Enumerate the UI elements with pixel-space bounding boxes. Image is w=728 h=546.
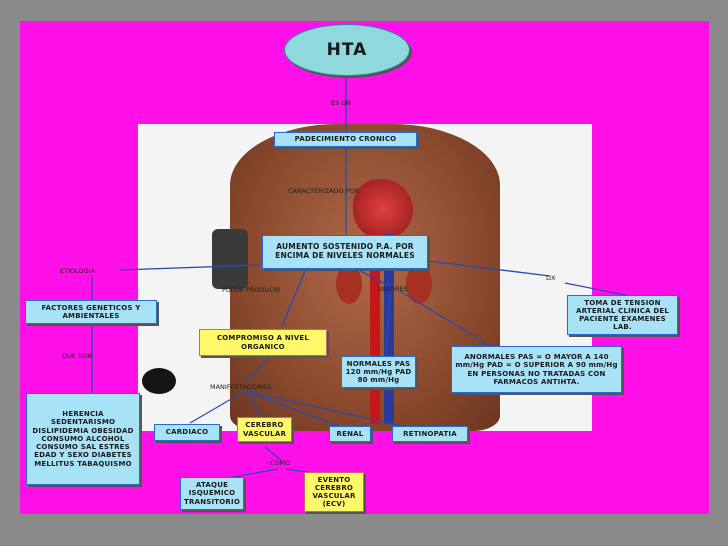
link-label-dx: DX xyxy=(546,274,556,282)
pressure-bulb-icon xyxy=(142,368,176,394)
node-retinopatia[interactable]: RETINOPATIA xyxy=(392,426,468,442)
anatomy-illustration xyxy=(138,124,592,431)
link-label-valores: VALORES xyxy=(378,285,408,293)
node-padecimiento-cronico[interactable]: PADECIMIENTO CRONICO xyxy=(274,132,417,147)
link-line xyxy=(244,358,269,382)
link-line xyxy=(244,390,264,419)
link-label-manifestaciones: MANIFESTACIONES xyxy=(210,383,272,391)
node-evento-ecv[interactable]: EVENTO CEREBRO VASCULAR (ECV) xyxy=(304,472,364,512)
node-factores[interactable]: FACTORES GENETICOS Y AMBIENTALES xyxy=(25,300,157,324)
node-compromiso-organico[interactable]: COMPROMISO A NIVEL ORGANICO xyxy=(199,329,327,356)
node-cardiaco[interactable]: CARDIACO xyxy=(154,424,220,441)
concept-links xyxy=(91,74,636,480)
link-line xyxy=(427,260,551,277)
vein-icon xyxy=(384,234,394,424)
link-line xyxy=(359,270,391,287)
link-label-etiologia: ETIOLOGIA xyxy=(60,267,96,275)
node-cerebro-vascular[interactable]: CEREBRO VASCULAR xyxy=(237,417,292,442)
link-line xyxy=(189,390,246,424)
node-renal[interactable]: RENAL xyxy=(329,426,371,442)
link-line xyxy=(385,290,391,357)
artery-icon xyxy=(370,234,380,424)
link-label-caracterizado: CARACTERIZADO POR xyxy=(288,187,360,195)
blood-pressure-cuff-icon xyxy=(212,229,248,289)
link-label-es-un: ES UN xyxy=(331,99,351,107)
root-node-hta[interactable]: HTA xyxy=(284,24,410,76)
link-line xyxy=(244,390,416,430)
kidney-icon xyxy=(336,264,362,304)
link-line xyxy=(399,290,491,347)
link-label-como: COMO xyxy=(270,459,291,467)
link-label-puede-producir: PUEDE PRODUCIR xyxy=(222,286,281,294)
link-label-que-son: QUE SON xyxy=(62,352,93,360)
link-line xyxy=(564,282,636,298)
node-anormales[interactable]: ANORMALES PAS = O MAYOR A 140 mm/Hg PAD … xyxy=(451,346,622,393)
node-toma-tension[interactable]: TOMA DE TENSION ARTERIAL CLINICA DEL PAC… xyxy=(567,295,678,335)
node-normales[interactable]: NORMALES PAS 120 mm/Hg PAD 80 mm/Hg xyxy=(341,356,416,388)
link-line xyxy=(244,390,351,431)
link-line xyxy=(119,264,261,271)
slide: HTA ES UN CARACTERIZADO POR ETIOLOGIA DX… xyxy=(20,21,709,514)
node-aumento-sostenido[interactable]: AUMENTO SOSTENIDO P.A. POR ENCIMA DE NIV… xyxy=(262,235,428,269)
link-line xyxy=(281,270,306,327)
link-line xyxy=(264,446,283,462)
node-ataque-isquemico[interactable]: ATAQUE ISQUEMICO TRANSITORIO xyxy=(180,477,244,510)
node-factores-riesgo[interactable]: HERENCIA SEDENTARISMO DISLIPIDEMIA OBESI… xyxy=(26,393,140,485)
heart-icon xyxy=(353,179,413,239)
